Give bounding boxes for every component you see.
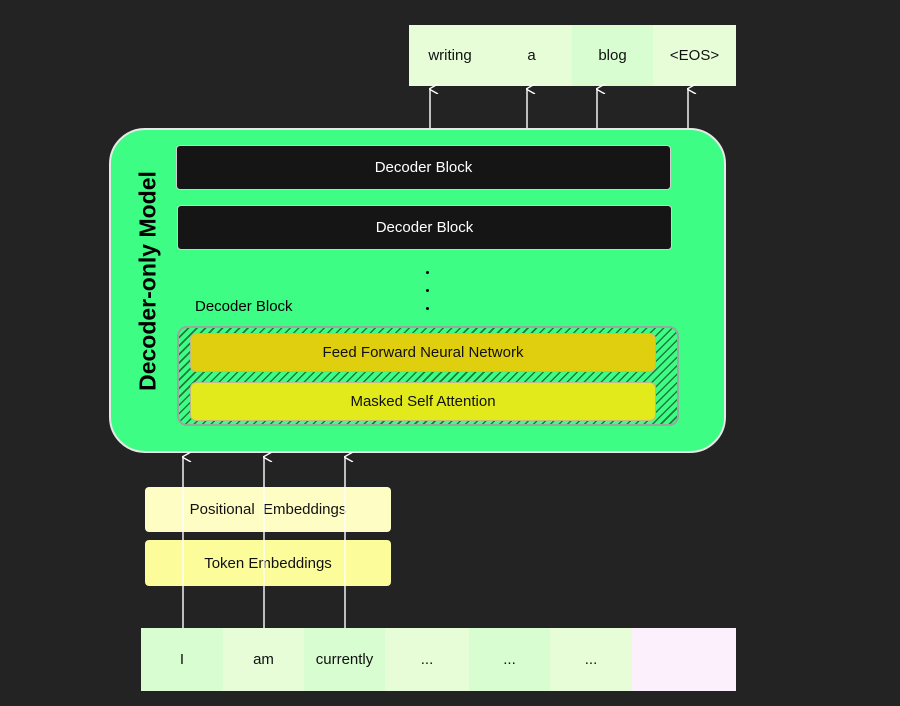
positional-embeddings: Positional Embeddings xyxy=(145,487,391,532)
input-token: I xyxy=(141,628,223,691)
input-token: am xyxy=(223,628,304,691)
ellipsis-dot xyxy=(426,289,429,292)
input-token: currently xyxy=(304,628,385,691)
input-token xyxy=(632,628,736,691)
output-token-writing: writing xyxy=(409,25,491,86)
feed-forward-layer: Feed Forward Neural Network xyxy=(190,333,656,372)
decoder-block-second: Decoder Block xyxy=(177,205,672,250)
input-token: ... xyxy=(550,628,632,691)
input-token: ... xyxy=(469,628,550,691)
output-token-blog: blog xyxy=(572,25,653,86)
token-embeddings: Token Embeddings xyxy=(145,540,391,586)
ellipsis-dot xyxy=(426,271,429,274)
output-token-eos: <EOS> xyxy=(653,25,736,86)
decoder-block-top: Decoder Block xyxy=(176,145,671,190)
ellipsis-dot xyxy=(426,307,429,310)
masked-self-attention-layer: Masked Self Attention xyxy=(190,382,656,421)
output-token-a: a xyxy=(491,25,572,86)
input-token: ... xyxy=(385,628,469,691)
expanded-decoder-block-label: Decoder Block xyxy=(195,298,293,315)
